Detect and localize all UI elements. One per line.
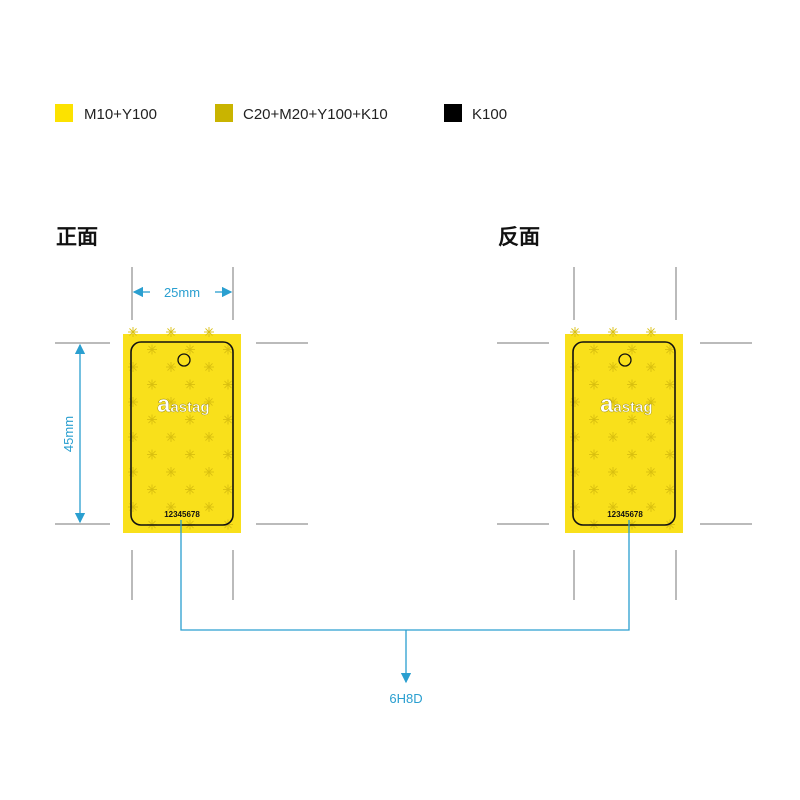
brand-logo: aastag xyxy=(157,391,210,418)
pattern-asterisk xyxy=(589,414,599,425)
legend-swatch-2 xyxy=(444,104,462,122)
pattern-asterisk xyxy=(147,484,157,495)
legend: M10+Y100 C20+M20+Y100+K10 K100 xyxy=(55,104,507,123)
pattern-asterisk xyxy=(570,432,580,442)
pattern-asterisk xyxy=(570,397,580,407)
legend-label-1: C20+M20+Y100+K10 xyxy=(243,106,388,123)
legend-swatch-1 xyxy=(215,104,233,122)
connector-label: 6H8D xyxy=(389,691,422,706)
pattern-asterisk xyxy=(589,449,599,460)
front-tag: aastag 12345678 xyxy=(123,327,241,533)
pattern-asterisk xyxy=(147,344,157,355)
pattern-asterisk xyxy=(646,432,656,442)
back-tag: aastag 12345678 xyxy=(565,327,683,533)
pattern-asterisk xyxy=(223,344,233,355)
pattern-asterisk xyxy=(589,379,599,390)
pattern-asterisk xyxy=(589,344,599,355)
legend-label-0: M10+Y100 xyxy=(84,106,157,123)
serial-number: 12345678 xyxy=(607,510,643,519)
crop-marks xyxy=(55,267,752,600)
connector: 6H8D xyxy=(180,520,630,706)
pattern-asterisk xyxy=(128,327,138,337)
pattern-asterisk xyxy=(646,327,656,337)
width-dimension: 25mm xyxy=(132,285,233,300)
pattern-asterisk xyxy=(627,379,637,390)
pattern-asterisk xyxy=(147,449,157,460)
pattern-asterisk xyxy=(570,327,580,337)
pattern-asterisk xyxy=(608,467,618,477)
pattern-asterisk xyxy=(166,327,176,337)
back-title: 反面 xyxy=(498,225,540,249)
pattern-asterisk xyxy=(608,502,618,512)
pattern-asterisk xyxy=(570,467,580,477)
pattern-asterisk xyxy=(665,344,675,355)
pattern-asterisk xyxy=(204,432,214,442)
pattern-asterisk xyxy=(665,414,675,425)
pattern-asterisk xyxy=(147,379,157,390)
brand-logo: aastag xyxy=(600,391,653,418)
pattern-asterisk xyxy=(204,362,214,372)
hang-hole xyxy=(618,353,632,367)
pattern-asterisk xyxy=(665,379,675,390)
pattern-asterisk xyxy=(665,449,675,460)
serial-number: 12345678 xyxy=(164,510,200,519)
pattern-asterisk xyxy=(223,379,233,390)
pattern-asterisk xyxy=(166,397,176,407)
pattern-asterisk xyxy=(128,432,138,442)
pattern-asterisk xyxy=(627,414,637,425)
pattern-asterisk xyxy=(204,397,214,407)
pattern-asterisk xyxy=(665,484,675,495)
front-title: 正面 xyxy=(56,225,98,249)
pattern-asterisk xyxy=(128,362,138,372)
pattern-asterisk xyxy=(646,362,656,372)
pattern-asterisk xyxy=(627,344,637,355)
pattern-asterisk xyxy=(166,502,176,512)
pattern-asterisk xyxy=(608,327,618,337)
pattern-asterisk xyxy=(204,327,214,337)
pattern-asterisk xyxy=(204,502,214,512)
pattern-asterisk xyxy=(128,467,138,477)
pattern-asterisk xyxy=(147,414,157,425)
pattern-asterisk xyxy=(570,362,580,372)
height-label: 45mm xyxy=(61,416,76,452)
hang-hole xyxy=(177,353,191,367)
pattern-asterisk xyxy=(627,449,637,460)
pattern-asterisk xyxy=(185,379,195,390)
pattern-asterisk xyxy=(185,344,195,355)
pattern-asterisk xyxy=(185,414,195,425)
pattern-asterisk xyxy=(646,467,656,477)
pattern-asterisk xyxy=(608,397,618,407)
pattern-asterisk xyxy=(185,484,195,495)
pattern-asterisk xyxy=(608,432,618,442)
pattern-asterisk xyxy=(223,484,233,495)
height-dimension: 45mm xyxy=(61,343,86,524)
legend-label-2: K100 xyxy=(472,106,507,123)
pattern-asterisk xyxy=(608,362,618,372)
pattern-asterisk xyxy=(128,502,138,512)
pattern-asterisk xyxy=(223,449,233,460)
pattern-asterisk xyxy=(646,502,656,512)
pattern-asterisk xyxy=(646,397,656,407)
pattern-asterisk xyxy=(166,362,176,372)
pattern-asterisk xyxy=(185,449,195,460)
width-label: 25mm xyxy=(164,285,200,300)
pattern-asterisk xyxy=(166,432,176,442)
pattern-asterisk xyxy=(128,397,138,407)
pattern-asterisk xyxy=(589,484,599,495)
pattern-asterisk xyxy=(627,484,637,495)
pattern-asterisk xyxy=(570,502,580,512)
pattern-asterisk xyxy=(166,467,176,477)
pattern-asterisk xyxy=(223,414,233,425)
legend-swatch-0 xyxy=(55,104,73,122)
pattern-asterisk xyxy=(204,467,214,477)
